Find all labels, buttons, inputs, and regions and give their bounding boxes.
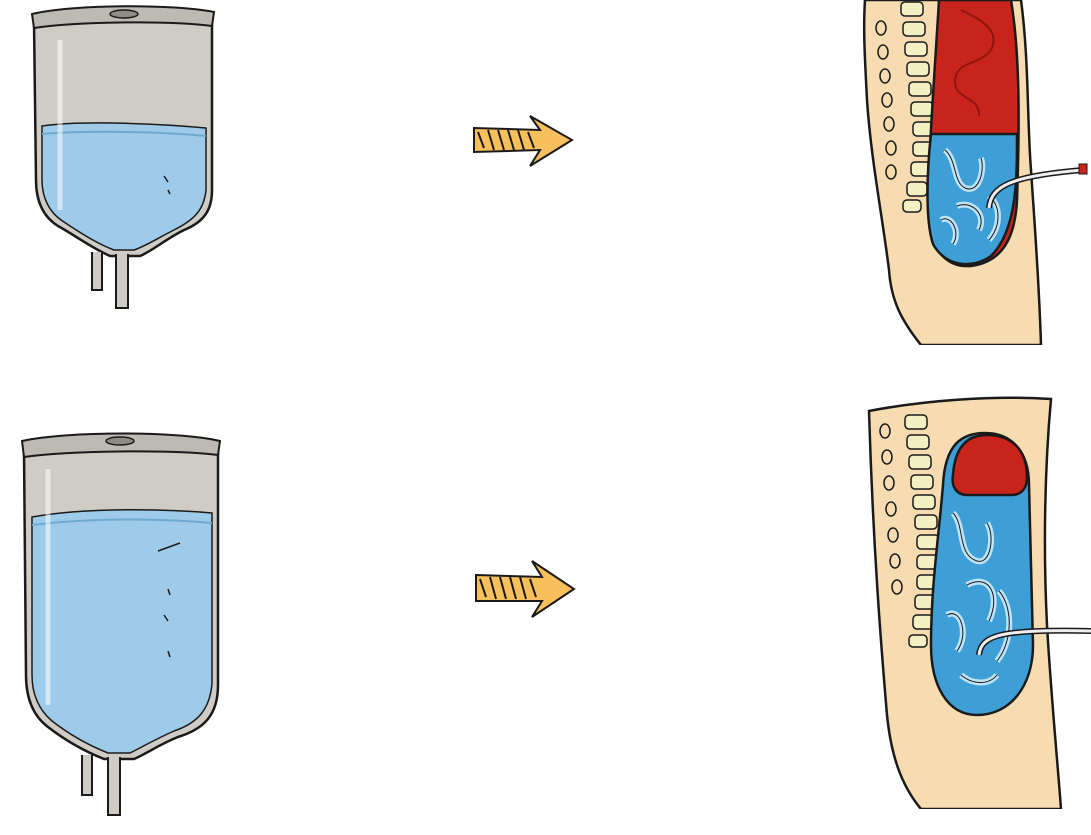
dialysis-bag-mostly-filled xyxy=(8,425,238,835)
diagram-row-large-volume xyxy=(0,385,1091,809)
flow-arrow-icon xyxy=(470,553,580,623)
abdomen-cross-section-high-fill xyxy=(861,385,1091,809)
bag-fluid xyxy=(32,510,212,753)
dialysis-bag-partially-filled xyxy=(14,0,244,320)
flow-arrow-icon xyxy=(468,110,578,170)
diagram-row-small-volume xyxy=(0,0,1091,345)
abdominal-organs xyxy=(953,435,1027,495)
abdomen-cross-section-low-fill xyxy=(861,0,1091,345)
